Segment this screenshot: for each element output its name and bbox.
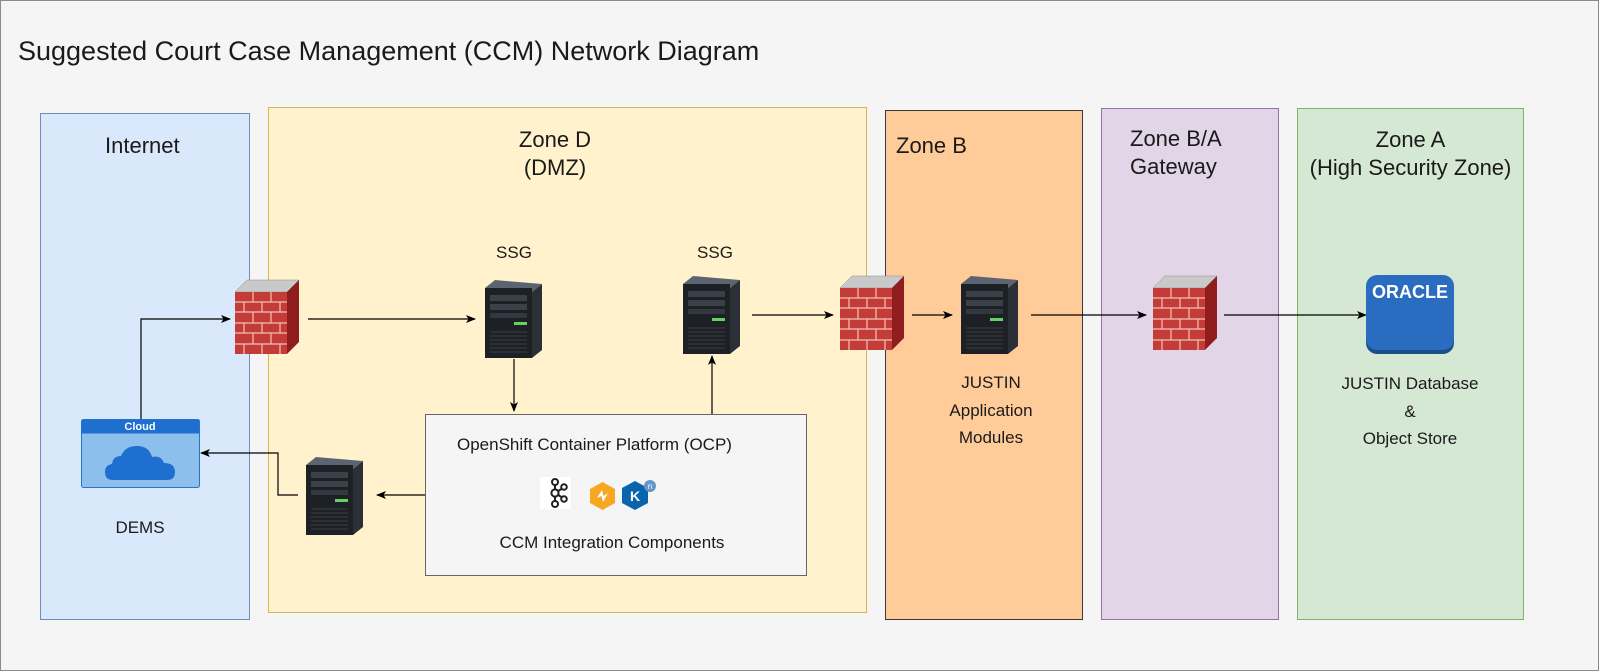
zone-b-title: Zone B	[896, 133, 967, 158]
zone-a-title: Zone A (High Security Zone)	[1297, 126, 1524, 182]
arrow-server-to-cloud	[200, 449, 298, 496]
kafka-icon	[540, 477, 571, 509]
zone-a	[1297, 108, 1524, 620]
knative-icon: K n	[622, 480, 656, 510]
knative-letter: K	[630, 488, 640, 504]
server-icon	[961, 276, 1018, 354]
zone-a-title-line2: (High Security Zone)	[1309, 155, 1512, 180]
ssg-label: SSG	[697, 243, 733, 262]
zone-b	[885, 110, 1083, 620]
zone-ba-title-line2: Gateway	[1130, 154, 1217, 179]
zone-b-a-gateway	[1101, 108, 1279, 620]
zone-d-title-line1: Zone D	[518, 127, 592, 152]
firewall-icon	[839, 275, 905, 350]
justin-app-label: JUSTIN Application Modules	[930, 369, 1052, 452]
diagram-title: Suggested Court Case Management (CCM) Ne…	[18, 36, 760, 66]
firewall-icon	[1152, 275, 1218, 350]
oracle-icon: ORACLE	[1366, 275, 1454, 354]
server-icon	[485, 280, 542, 358]
justin-db-label: JUSTIN Database & Object Store	[1325, 370, 1495, 453]
justin-app-label-line1: JUSTIN	[961, 373, 1021, 392]
server-icon	[683, 276, 740, 354]
ocp-subtitle: CCM Integration Components	[499, 533, 725, 552]
zone-ba-title-line1: Zone B/A	[1130, 126, 1222, 151]
justin-app-label-line3: Modules	[958, 428, 1024, 447]
arrow-cloud-to-firewall	[140, 315, 231, 420]
zone-internet-title: Internet	[105, 133, 180, 158]
camel-k-icon	[590, 482, 615, 510]
justin-db-label-line3: Object Store	[1362, 429, 1458, 448]
firewall-icon	[234, 279, 300, 354]
zone-d-title-line2: (DMZ)	[523, 155, 587, 180]
cloud-icon: Cloud	[81, 419, 200, 488]
oracle-logo: ORACLE	[1372, 282, 1448, 302]
zone-internet	[40, 113, 250, 620]
ssg-label: SSG	[496, 243, 532, 262]
justin-db-label-line1: JUSTIN Database	[1341, 374, 1479, 393]
zone-ba-title: Zone B/A Gateway	[1130, 125, 1222, 181]
cloud-badge: Cloud	[124, 421, 155, 433]
ocp-box	[425, 414, 807, 576]
zone-a-title-line1: Zone A	[1375, 127, 1446, 152]
dems-label: DEMS	[115, 518, 165, 537]
justin-app-label-line2: Application	[949, 400, 1033, 420]
ocp-title: OpenShift Container Platform (OCP)	[457, 435, 732, 454]
server-icon	[306, 457, 363, 535]
justin-db-label-line2: &	[1404, 401, 1416, 421]
zone-d-title: Zone D (DMZ)	[455, 126, 655, 182]
knative-badge: n	[648, 482, 652, 491]
